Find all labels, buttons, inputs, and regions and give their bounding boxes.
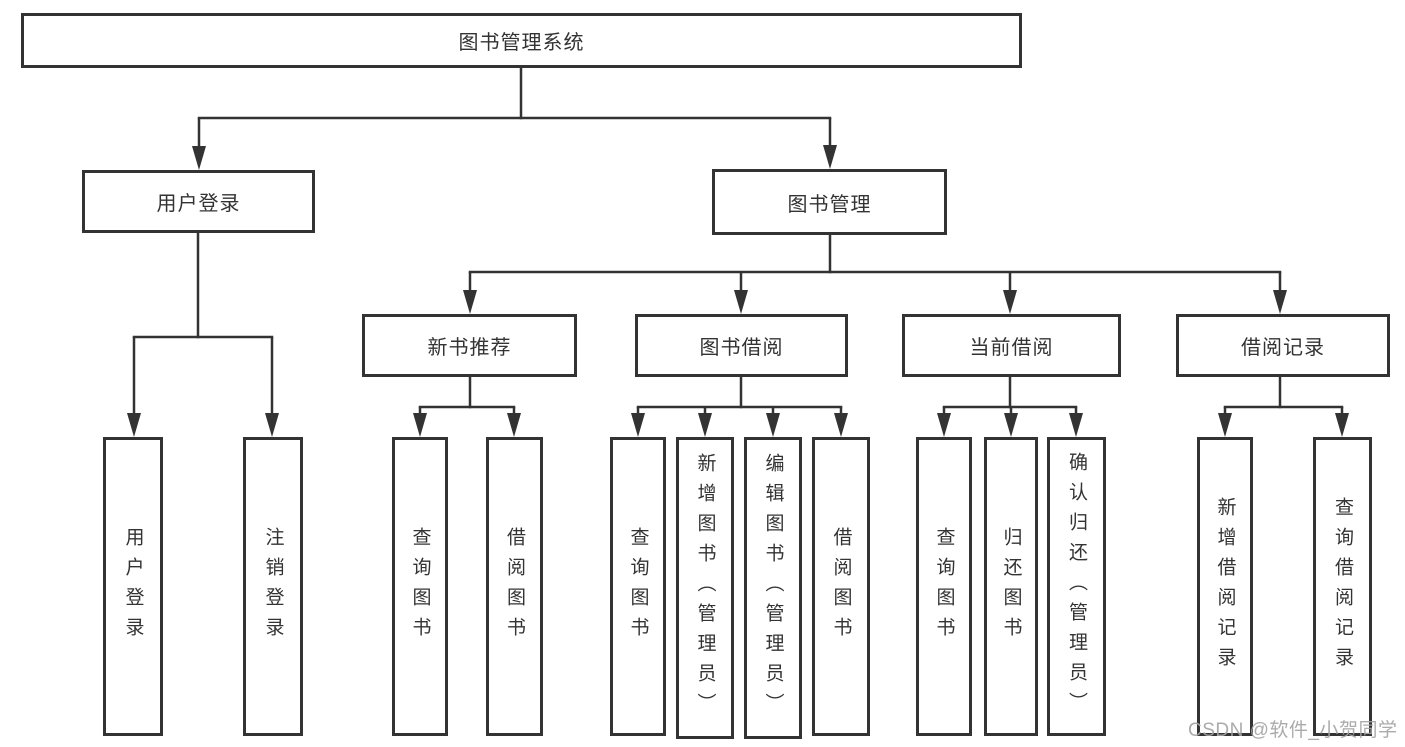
node-book-borrow: 图书借阅 bbox=[635, 314, 848, 377]
leaf-bb-borrow-books-label: 借阅图书 bbox=[830, 526, 852, 647]
leaf-br-query-record: 查询借阅记录 bbox=[1313, 437, 1372, 736]
connector-book-borrow-children bbox=[631, 377, 848, 437]
leaf-cb-query-books-label: 查询图书 bbox=[933, 526, 955, 647]
leaf-rec-borrow-books: 借阅图书 bbox=[486, 437, 543, 736]
node-book-mgmt: 图书管理 bbox=[712, 169, 947, 235]
node-new-book-rec: 新书推荐 bbox=[362, 314, 577, 377]
leaf-bb-add-books-admin-label: 新增图书（管理员） bbox=[694, 453, 716, 723]
connector-new-book-rec-children bbox=[413, 377, 521, 437]
leaf-bb-query-books-label: 查询图书 bbox=[627, 526, 649, 647]
leaf-rec-query-books-label: 查询图书 bbox=[409, 526, 431, 647]
node-borrow-records: 借阅记录 bbox=[1176, 314, 1390, 377]
leaf-logout: 注销登录 bbox=[243, 437, 303, 736]
connector-book-mgmt-children bbox=[463, 235, 1287, 314]
watermark-text: CSDN @软件_小贺同学 bbox=[1188, 720, 1398, 741]
node-user-login-label: 用户登录 bbox=[156, 193, 241, 215]
node-book-mgmt-label: 图书管理 bbox=[787, 193, 872, 216]
leaf-bb-edit-books-admin: 编辑图书（管理员） bbox=[744, 437, 802, 739]
leaf-bb-query-books: 查询图书 bbox=[610, 437, 666, 736]
leaf-bb-add-books-admin: 新增图书（管理员） bbox=[676, 437, 734, 739]
node-book-borrow-label: 图书借阅 bbox=[699, 337, 784, 359]
node-root-label: 图书管理系统 bbox=[458, 32, 585, 54]
leaf-rec-query-books: 查询图书 bbox=[392, 437, 448, 736]
leaf-br-add-record: 新增借阅记录 bbox=[1197, 437, 1253, 736]
leaf-bb-borrow-books: 借阅图书 bbox=[812, 437, 870, 736]
leaf-br-query-record-label: 查询借阅记录 bbox=[1332, 496, 1353, 677]
connector-borrow-records-children bbox=[1218, 377, 1349, 437]
connector-user-login-children bbox=[127, 233, 279, 437]
leaf-user-login: 用户登录 bbox=[103, 437, 163, 736]
node-new-book-rec-label: 新书推荐 bbox=[427, 337, 512, 359]
connector-root-to-level2 bbox=[192, 68, 837, 170]
leaf-cb-query-books: 查询图书 bbox=[916, 437, 972, 736]
node-borrow-records-label: 借阅记录 bbox=[1241, 337, 1325, 359]
node-user-login: 用户登录 bbox=[82, 170, 315, 233]
leaf-user-login-label: 用户登录 bbox=[122, 526, 144, 647]
leaf-cb-return-books: 归还图书 bbox=[984, 437, 1038, 736]
leaf-bb-edit-books-admin-label: 编辑图书（管理员） bbox=[762, 453, 784, 723]
leaf-cb-confirm-return-admin-label: 确认归还（管理员） bbox=[1066, 451, 1087, 722]
leaf-cb-confirm-return-admin: 确认归还（管理员） bbox=[1047, 437, 1106, 736]
leaf-rec-borrow-books-label: 借阅图书 bbox=[504, 526, 525, 647]
node-root: 图书管理系统 bbox=[21, 13, 1022, 68]
leaf-logout-label: 注销登录 bbox=[262, 526, 284, 647]
node-current-borrow-label: 当前借阅 bbox=[969, 337, 1054, 359]
node-current-borrow: 当前借阅 bbox=[902, 314, 1121, 377]
connector-current-borrow-children bbox=[937, 377, 1083, 437]
leaf-cb-return-books-label: 归还图书 bbox=[1000, 526, 1022, 647]
leaf-br-add-record-label: 新增借阅记录 bbox=[1214, 496, 1236, 677]
